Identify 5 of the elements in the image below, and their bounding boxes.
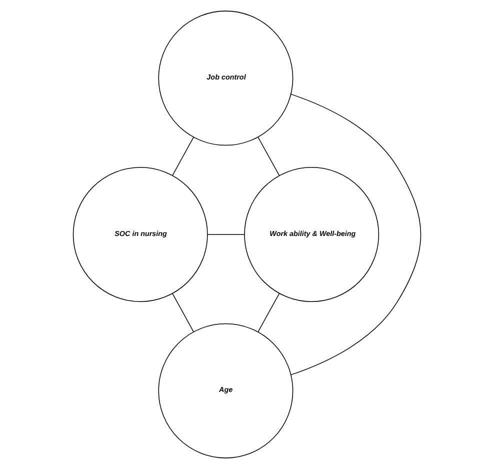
connector [172,292,194,332]
connector [172,136,194,176]
connector [257,292,280,332]
connector [290,93,421,375]
connector [257,136,280,176]
